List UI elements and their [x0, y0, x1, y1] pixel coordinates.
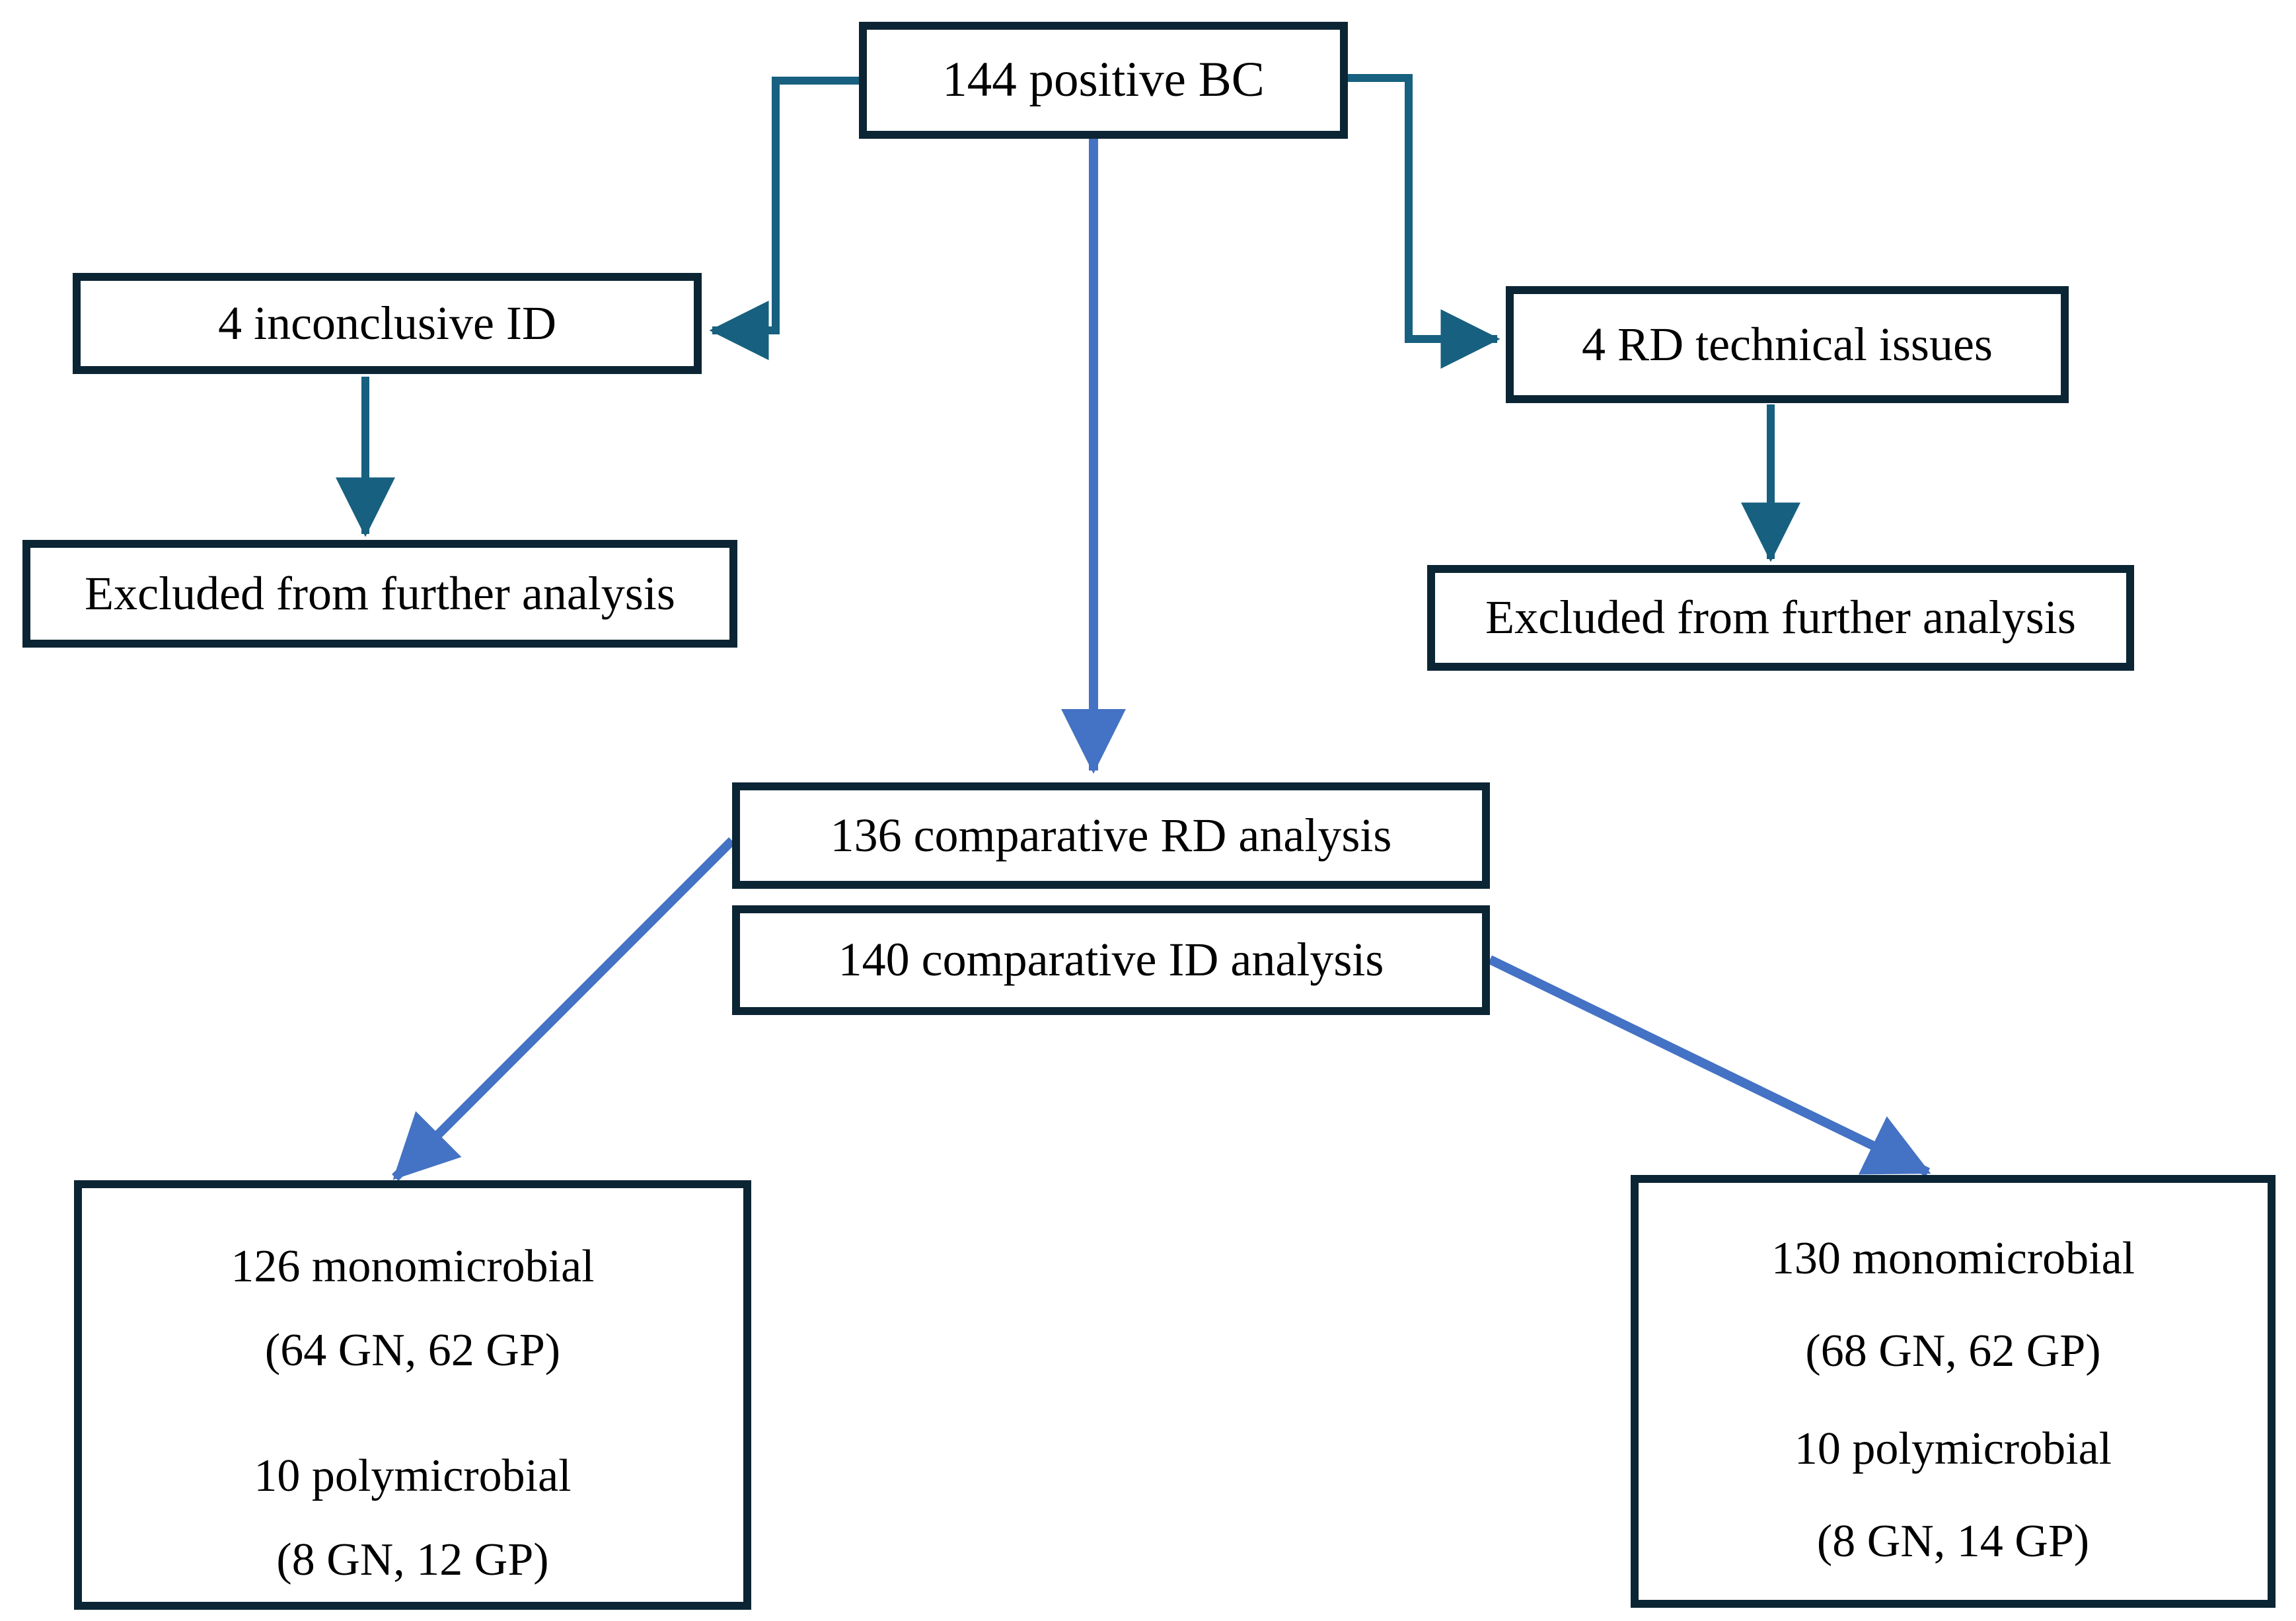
box-inconclusive-id: 4 inconclusive ID [73, 273, 702, 374]
id-monomicrobial-count: 130 monomicrobial [1771, 1232, 2135, 1284]
id-monomicrobial-breakdown: (68 GN, 62 GP) [1805, 1325, 2101, 1376]
rd-polymicrobial-breakdown: (8 GN, 12 GP) [276, 1534, 549, 1585]
box-positive-bc-label: 144 positive BC [942, 52, 1265, 108]
box-inconclusive-id-label: 4 inconclusive ID [218, 296, 556, 350]
box-positive-bc: 144 positive BC [859, 22, 1348, 139]
id-polymicrobial-count: 10 polymicrobial [1794, 1423, 2112, 1474]
connector-top-to-inconclusive [709, 77, 859, 360]
rd-monomicrobial-breakdown: (64 GN, 62 GP) [264, 1325, 561, 1376]
box-excluded-right: Excluded from further analysis [1427, 565, 2134, 671]
id-polymicrobial-breakdown: (8 GN, 14 GP) [1816, 1515, 2090, 1567]
box-excluded-left: Excluded from further analysis [22, 540, 737, 648]
connector-top-to-rd-issues [1348, 74, 1500, 369]
box-excluded-right-label: Excluded from further analysis [1485, 591, 2076, 644]
box-rd-technical-issues-label: 4 RD technical issues [1582, 317, 1993, 371]
box-id-results: 130 monomicrobial (68 GN, 62 GP) 10 poly… [1631, 1175, 2276, 1608]
box-rd-results: 126 monomicrobial (64 GN, 62 GP) 10 poly… [74, 1180, 751, 1610]
box-comparative-id-analysis-label: 140 comparative ID analysis [838, 933, 1384, 987]
box-rd-technical-issues: 4 RD technical issues [1506, 286, 2069, 403]
box-comparative-id-analysis: 140 comparative ID analysis [732, 905, 1490, 1015]
box-comparative-rd-analysis-label: 136 comparative RD analysis [830, 808, 1392, 862]
rd-polymicrobial-count: 10 polymicrobial [254, 1450, 572, 1501]
connector-to-bottom-left [392, 837, 735, 1181]
rd-monomicrobial-count: 126 monomicrobial [231, 1241, 595, 1293]
box-excluded-left-label: Excluded from further analysis [85, 566, 675, 620]
box-comparative-rd-analysis: 136 comparative RD analysis [732, 782, 1490, 889]
connector-to-bottom-right [1487, 955, 1931, 1177]
